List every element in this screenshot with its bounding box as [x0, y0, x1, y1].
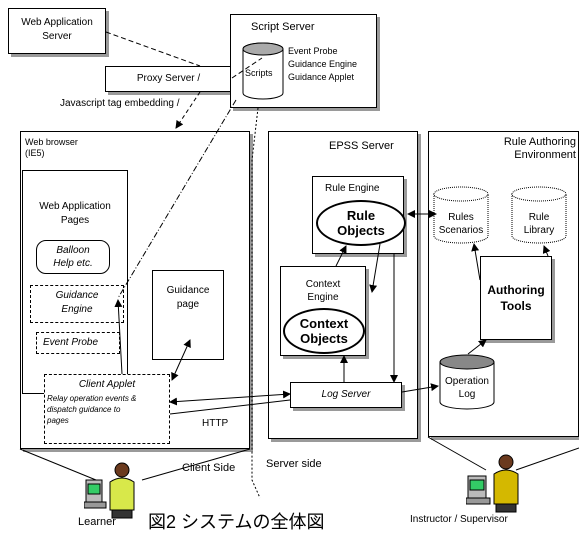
- operation-log-database-icon: [439, 354, 495, 410]
- rules-scenarios-line1: Rules: [448, 212, 474, 223]
- script-item-guidance-applet: Guidance Applet: [288, 72, 355, 82]
- event-probe-box: Event Probe: [36, 332, 120, 354]
- client-side-label: Client Side: [182, 462, 236, 474]
- rule-library-line1: Rule: [528, 212, 550, 223]
- rule-authoring-line1: Rule Authoring: [503, 136, 576, 148]
- balloon-help-line2: Help etc.: [53, 258, 93, 269]
- guidance-engine-box: Guidance Engine: [30, 285, 124, 323]
- guidance-engine-line2: Engine: [61, 304, 93, 315]
- authoring-tools-line2: Tools: [500, 299, 532, 313]
- web-browser-line2: (IE5): [25, 148, 45, 158]
- proxy-server-box: Proxy Server /: [105, 66, 232, 92]
- instructor-label: Instructor / Supervisor: [410, 514, 508, 525]
- http-label: HTTP: [202, 418, 229, 429]
- rules-scenarios-database-icon: [433, 186, 489, 244]
- authoring-tools-box: Authoring Tools: [480, 256, 552, 340]
- guidance-page-line2: page: [176, 299, 200, 310]
- log-server-box: Log Server: [290, 382, 402, 408]
- context-engine-line2: Engine: [307, 292, 339, 303]
- context-objects-line2: Objects: [300, 331, 348, 346]
- proxy-server-label: Proxy Server /: [136, 73, 201, 84]
- client-applet-desc-3: pages: [47, 416, 69, 425]
- authoring-tools-line1: Authoring: [487, 283, 545, 297]
- guidance-page-line1: Guidance: [166, 285, 210, 296]
- web-browser-line1: Web browser: [25, 137, 78, 147]
- context-engine-line1: Context: [305, 279, 341, 290]
- rules-scenarios-line2: Scenarios: [438, 225, 484, 236]
- operation-log-line1: Operation: [445, 376, 489, 387]
- web-app-server-line1: Web Application: [21, 17, 93, 28]
- client-applet-box: Client Applet Relay operation events & d…: [44, 374, 170, 444]
- javascript-embedding-label: Javascript tag embedding /: [60, 98, 180, 109]
- web-app-pages-line1: Web Application: [39, 201, 111, 212]
- log-server-label: Log Server: [321, 389, 371, 400]
- web-application-pages-box: Web Application Pages: [22, 170, 128, 394]
- server-side-label: Server side: [266, 458, 322, 470]
- operation-log-line2: Log: [458, 389, 476, 400]
- script-server-title: Script Server: [251, 21, 315, 33]
- rule-objects-line1: Rule: [346, 208, 376, 223]
- rule-library-database-icon: [511, 186, 567, 244]
- scripts-label: Scripts: [245, 68, 273, 78]
- epss-server-title: EPSS Server: [329, 140, 394, 152]
- rule-engine-label: Rule Engine: [325, 183, 380, 194]
- rule-objects-line2: Objects: [337, 223, 385, 238]
- instructor-figure-icon: [466, 454, 519, 513]
- event-probe-label: Event Probe: [43, 337, 99, 348]
- figure-caption: 図2 システムの全体図: [148, 512, 325, 532]
- script-item-event-probe: Event Probe: [288, 46, 338, 56]
- client-applet-desc-1: Relay operation events &: [47, 394, 137, 403]
- guidance-engine-line1: Guidance: [55, 290, 99, 301]
- script-item-guidance-engine: Guidance Engine: [288, 59, 358, 69]
- rule-authoring-line2: Environment: [514, 149, 576, 161]
- learner-label: Learner: [78, 516, 116, 528]
- web-app-pages-line2: Pages: [60, 215, 90, 226]
- scripts-database-icon: [242, 42, 284, 100]
- context-objects-line1: Context: [299, 316, 349, 331]
- balloon-help-box: Balloon Help etc.: [36, 240, 110, 274]
- learner-figure-icon: [84, 462, 135, 519]
- balloon-help-line1: Balloon: [56, 245, 90, 256]
- web-application-server-box: Web Application Server: [8, 8, 106, 54]
- web-app-server-line2: Server: [42, 31, 72, 42]
- script-server-box: Script Server Scripts Event Probe Guidan…: [230, 14, 377, 108]
- rule-library-line2: Library: [523, 225, 555, 236]
- client-applet-title: Client Applet: [78, 379, 136, 390]
- client-applet-desc-2: dispatch guidance to: [47, 405, 121, 414]
